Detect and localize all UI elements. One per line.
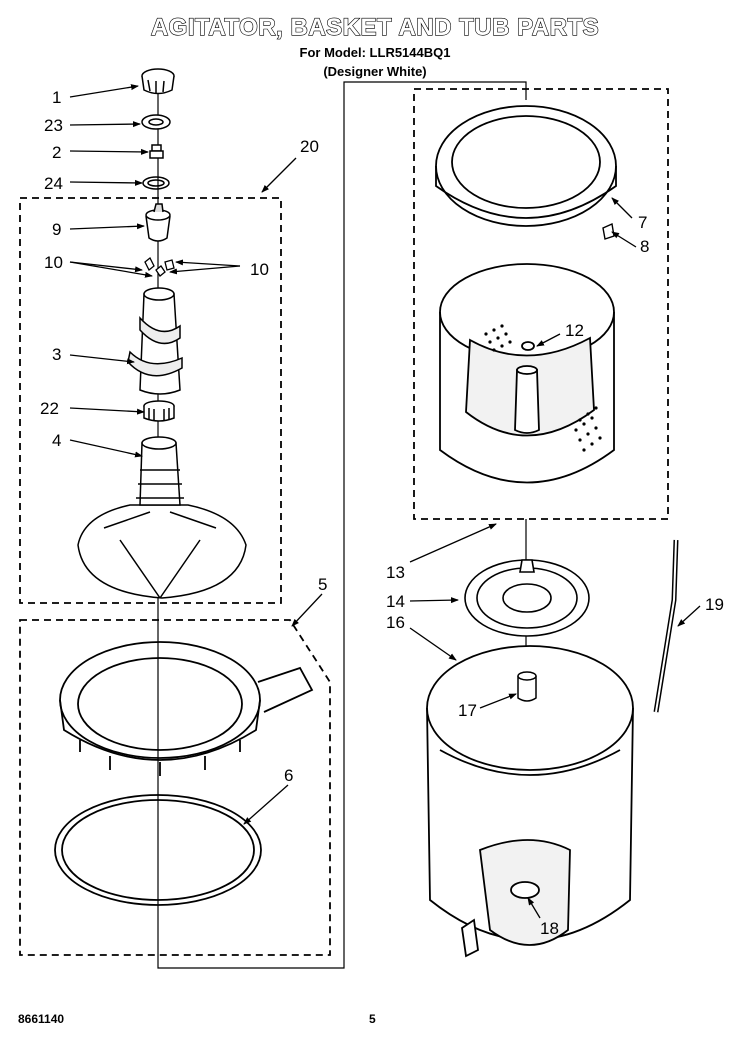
- agitator-cap-part: [141, 68, 175, 95]
- page-number: 5: [369, 1012, 376, 1026]
- agitator-coupling-part: [143, 400, 175, 422]
- agitator-dogs-part: [144, 256, 175, 277]
- agitator-axis-line: [157, 81, 527, 969]
- callout-13: 13: [386, 563, 405, 582]
- tub-ring-seal-part: [54, 794, 262, 906]
- callout-7: 7: [638, 213, 647, 232]
- cap-seal-part: [141, 114, 171, 130]
- tub-ring-part: [59, 641, 314, 776]
- callout-20: 20: [300, 137, 319, 156]
- variant-line: (Designer White): [323, 64, 427, 79]
- basket-perforations: [484, 324, 602, 452]
- basket-group-box: [413, 88, 669, 520]
- callout-1: 1: [52, 88, 61, 107]
- callout-2: 2: [52, 143, 61, 162]
- callout-18: 18: [540, 919, 559, 938]
- callout-4: 4: [52, 431, 61, 450]
- callout-3: 3: [52, 345, 61, 364]
- callout-24: 24: [44, 174, 63, 193]
- callout-12: 12: [565, 321, 584, 340]
- basket-nut-part: [521, 341, 535, 351]
- tub-bearing-part: [517, 671, 537, 702]
- callout-23: 23: [44, 116, 63, 135]
- callout-5: 5: [318, 575, 327, 594]
- callout-17: 17: [458, 701, 477, 720]
- agitator-base-part: [77, 436, 247, 599]
- callout-22: 22: [40, 399, 59, 418]
- drive-hub-part: [464, 559, 590, 637]
- callout-14: 14: [386, 592, 405, 611]
- model-line: For Model: LLR5144BQ1: [299, 45, 451, 60]
- callout-6: 6: [284, 766, 293, 785]
- callout-16: 16: [386, 613, 405, 632]
- agitator-auger-part: [127, 287, 183, 395]
- bolt-part: [149, 144, 164, 159]
- wash-basket-part: [439, 263, 615, 484]
- diagram-title: AGITATOR, BASKET AND TUB PARTS: [150, 13, 600, 41]
- agitator-cam-part: [145, 203, 171, 242]
- tub-ring-group-box: [19, 619, 331, 956]
- callout-leaders: [69, 84, 701, 919]
- callout-9: 9: [52, 220, 61, 239]
- callout-19: 19: [705, 595, 724, 614]
- document-number: 8661140: [18, 1012, 65, 1026]
- callout-10-left: 10: [44, 253, 63, 272]
- o-ring-part: [142, 176, 170, 190]
- callout-10-right: 10: [250, 260, 269, 279]
- outer-tub-part: [426, 645, 634, 958]
- balance-ring-part: [435, 105, 617, 227]
- hose-part: [653, 539, 679, 713]
- agitator-group-box: [19, 197, 282, 604]
- callout-8: 8: [640, 237, 649, 256]
